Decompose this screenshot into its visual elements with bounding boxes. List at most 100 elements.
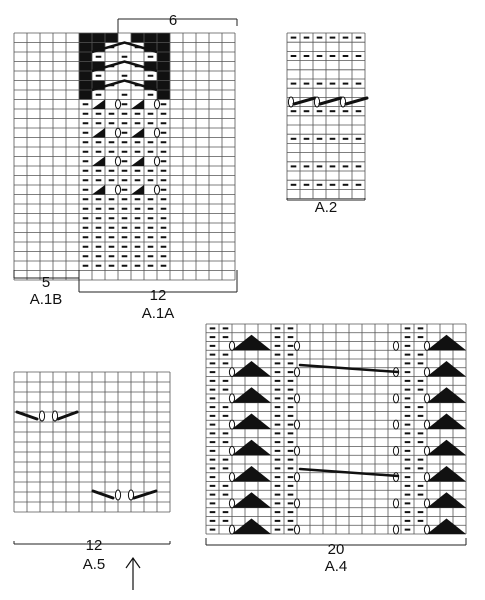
a5-label: A.5 — [83, 556, 106, 573]
purl-dash-icon — [121, 131, 128, 134]
triangle-icon — [427, 387, 466, 403]
triangle-icon — [427, 466, 466, 482]
white-cell — [105, 52, 118, 62]
purl-dash-icon — [134, 150, 141, 153]
purl-dash-icon — [209, 336, 216, 339]
purl-dash-icon — [82, 112, 89, 115]
cable-oval-icon — [228, 340, 236, 351]
triangle-icon — [92, 99, 105, 109]
purl-dash-icon — [290, 165, 297, 168]
purl-dash-icon — [303, 36, 310, 39]
purl-dash-icon — [147, 74, 154, 77]
purl-dash-icon — [82, 255, 89, 258]
symbols-layer — [15, 36, 466, 535]
purl-dash-icon — [274, 467, 281, 470]
purl-dash-icon — [209, 467, 216, 470]
purl-dash-icon — [303, 165, 310, 168]
purl-dash-icon — [147, 141, 154, 144]
purl-dash-icon — [121, 217, 128, 220]
black-square — [157, 33, 170, 43]
cable-oval-icon — [153, 184, 161, 195]
triangle-icon — [232, 466, 271, 482]
purl-dash-icon — [160, 112, 167, 115]
purl-dash-icon — [274, 484, 281, 487]
a5-count: 12 — [86, 537, 103, 554]
purl-dash-icon — [82, 131, 89, 134]
cable-oval-icon — [114, 99, 122, 110]
purl-dash-icon — [108, 179, 115, 182]
black-square — [79, 33, 92, 43]
purl-dash-icon — [329, 165, 336, 168]
purl-dash-icon — [316, 55, 323, 57]
purl-dash-icon — [121, 169, 128, 172]
purl-dash-icon — [404, 476, 411, 479]
purl-dash-icon — [134, 169, 141, 172]
purl-dash-icon — [121, 226, 128, 229]
a1b-count: 5 — [42, 274, 50, 291]
cable-oval-icon — [293, 419, 301, 430]
purl-dash-icon — [290, 36, 297, 39]
cable-oval-icon — [287, 96, 295, 108]
purl-dash-icon — [287, 379, 294, 382]
purl-dash-icon — [329, 82, 336, 85]
purl-dash-icon — [355, 55, 362, 57]
cable-oval-icon — [423, 340, 431, 351]
purl-dash-icon — [355, 165, 362, 168]
purl-dash-icon — [82, 141, 89, 144]
cable-oval-icon — [114, 156, 122, 167]
purl-dash-icon — [417, 511, 424, 514]
purl-dash-icon — [404, 344, 411, 347]
cable-bar-icon — [298, 467, 400, 478]
purl-dash-icon — [274, 371, 281, 374]
purl-dash-icon — [316, 165, 323, 168]
purl-dash-icon — [209, 353, 216, 356]
purl-dash-icon — [404, 441, 411, 444]
purl-dash-icon — [287, 353, 294, 356]
purl-dash-icon — [209, 458, 216, 461]
purl-dash-icon — [287, 476, 294, 479]
purl-dash-icon — [160, 179, 167, 182]
purl-dash-icon — [290, 55, 297, 57]
purl-dash-icon — [222, 379, 229, 382]
purl-dash-icon — [121, 255, 128, 258]
purl-dash-icon — [209, 362, 216, 365]
purl-dash-icon — [160, 255, 167, 258]
purl-dash-icon — [108, 245, 115, 248]
purl-dash-icon — [134, 207, 141, 210]
a4-label: A.4 — [325, 558, 348, 575]
purl-dash-icon — [134, 217, 141, 220]
purl-dash-icon — [404, 458, 411, 461]
triangle-icon — [232, 413, 271, 429]
triangle-icon — [427, 361, 466, 377]
triangle-icon — [131, 156, 144, 166]
purl-dash-icon — [274, 476, 281, 479]
purl-dash-icon — [287, 449, 294, 452]
purl-dash-icon — [274, 449, 281, 452]
cable-oval-icon — [423, 472, 431, 483]
triangle-icon — [92, 156, 105, 166]
black-square — [92, 33, 105, 43]
purl-dash-icon — [287, 336, 294, 339]
black-square — [157, 90, 170, 100]
purl-dash-icon — [404, 414, 411, 417]
cable-oval-icon — [38, 410, 46, 422]
purl-dash-icon — [82, 264, 89, 267]
cable-oval-icon — [153, 127, 161, 138]
purl-dash-icon — [147, 245, 154, 248]
purl-dash-icon — [290, 137, 297, 140]
purl-dash-icon — [222, 336, 229, 339]
purl-dash-icon — [160, 160, 167, 163]
purl-dash-icon — [303, 137, 310, 140]
black-square — [157, 80, 170, 90]
cable-oval-icon — [293, 340, 301, 351]
black-square — [131, 33, 144, 43]
purl-dash-icon — [209, 327, 216, 330]
purl-dash-icon — [209, 441, 216, 444]
purl-dash-icon — [274, 511, 281, 514]
purl-dash-icon — [95, 217, 102, 220]
black-square — [79, 80, 92, 90]
purl-dash-icon — [147, 226, 154, 229]
purl-dash-icon — [404, 388, 411, 391]
purl-dash-icon — [121, 245, 128, 248]
black-square — [144, 61, 157, 71]
